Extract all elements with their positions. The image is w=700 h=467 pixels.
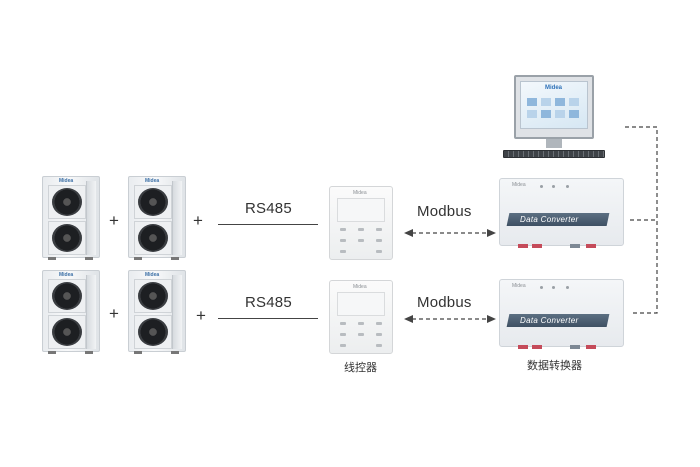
computer-monitor-icon: Midea <box>514 75 594 139</box>
converter-label-row2: Data Converter <box>520 316 579 325</box>
keyboard-icon <box>503 150 605 158</box>
converter-brand: Midea <box>512 283 526 289</box>
wired-controller-icon: Midea <box>329 186 393 260</box>
modbus-arrow-row1 <box>404 229 496 237</box>
monitor-stand <box>546 139 562 148</box>
wired-controller-icon: Midea <box>329 280 393 354</box>
data-converter-icon: Midea Data Converter <box>499 178 624 248</box>
outdoor-unit-icon: Midea <box>128 270 186 354</box>
rs485-label-row1: RS485 <box>245 200 292 217</box>
outdoor-unit-icon: Midea <box>42 270 100 354</box>
converter-label-row1: Data Converter <box>520 215 579 224</box>
converter-brand: Midea <box>512 182 526 188</box>
data-converter-icon: Midea Data Converter <box>499 279 624 349</box>
modbus-label-row2: Modbus <box>417 294 472 311</box>
plus-sign: + <box>109 304 119 323</box>
controller-brand: Midea <box>353 284 367 290</box>
unit-brand: Midea <box>145 178 160 184</box>
rs485-label-row2: RS485 <box>245 294 292 311</box>
unit-brand: Midea <box>145 272 160 278</box>
unit-brand: Midea <box>59 272 74 278</box>
unit-brand: Midea <box>59 178 74 184</box>
rs485-line-row2 <box>218 318 318 319</box>
modbus-arrow-row2 <box>404 315 496 323</box>
plus-sign: + <box>193 211 203 230</box>
monitor-brand: Midea <box>545 85 563 91</box>
modbus-label-row1: Modbus <box>417 203 472 220</box>
network-bracket <box>625 126 658 314</box>
rs485-line-row1 <box>218 224 318 225</box>
outdoor-unit-icon: Midea <box>42 176 100 260</box>
converter-caption: 数据转换器 <box>527 360 582 372</box>
controller-caption: 线控器 <box>344 362 377 374</box>
outdoor-unit-icon: Midea <box>128 176 186 260</box>
plus-sign: + <box>109 211 119 230</box>
plus-sign: + <box>196 306 206 325</box>
controller-brand: Midea <box>353 190 367 196</box>
